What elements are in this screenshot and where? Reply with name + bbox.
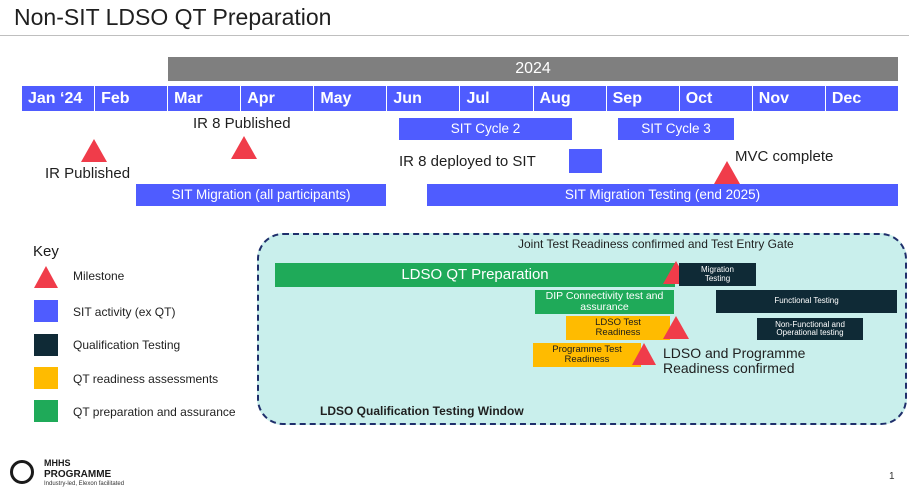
qt-window-label: LDSO Qualification Testing Window xyxy=(320,404,524,418)
key-label-qt-preparation: QT preparation and assurance xyxy=(73,405,236,419)
title-divider xyxy=(0,35,909,36)
key-swatch-qualification-testing xyxy=(34,334,58,356)
logo-tagline: Industry-led, Elexon facilitated xyxy=(44,481,125,487)
ir8-deployed-bar xyxy=(569,149,602,173)
month-aug: Aug xyxy=(534,86,607,111)
ldso-programme-readiness-label: LDSO and Programme Readiness confirmed xyxy=(663,345,806,377)
key-milestone-icon xyxy=(34,266,58,288)
key-label-qualification-testing: Qualification Testing xyxy=(73,338,181,352)
month-sep: Sep xyxy=(607,86,680,111)
month-dec: Dec xyxy=(831,89,862,107)
key-swatch-qt-readiness xyxy=(34,367,58,389)
ir-published-label: IR Published xyxy=(45,165,131,182)
ldso-readiness-milestone-icon xyxy=(663,316,689,339)
key-swatch-qt-preparation xyxy=(34,400,58,422)
ldso-test-readiness-bar: LDSO Test Readiness xyxy=(566,316,670,340)
mhhs-logo-icon xyxy=(10,460,34,484)
month-oct: Oct xyxy=(680,86,753,111)
month-jun: Jun xyxy=(387,86,461,111)
month-jul: Jul xyxy=(460,86,534,111)
month-nov: Nov xyxy=(753,86,826,111)
functional-testing-bar: Functional Testing xyxy=(716,290,897,313)
mvc-complete-label: MVC complete xyxy=(735,148,834,165)
test-entry-gate-label: Joint Test Readiness confirmed and Test … xyxy=(518,237,794,251)
programme-test-readiness-bar: Programme Test Readiness xyxy=(533,343,641,367)
key-label-milestone: Milestone xyxy=(73,269,125,283)
sit-cycle-2-bar: SIT Cycle 2 xyxy=(399,118,572,140)
dip-connectivity-bar: DIP Connectivity test and assurance xyxy=(535,290,674,314)
month-header: Jan ‘24 Feb Mar Apr May Jun Jul Aug Sep … xyxy=(22,86,898,111)
month-may: May xyxy=(314,86,388,111)
year-header: 2024 xyxy=(168,57,898,81)
ldso-qt-preparation-bar: LDSO QT Preparation xyxy=(275,263,675,287)
month-feb: Feb xyxy=(95,86,169,111)
page-number: 1 xyxy=(889,471,895,482)
ir8-published-milestone-icon xyxy=(231,136,257,159)
nonfunctional-testing-bar: Non-Functional and Operational testing xyxy=(757,318,863,340)
key-swatch-sit-activity xyxy=(34,300,58,322)
month-mar: Mar xyxy=(168,86,242,111)
key-label-qt-readiness: QT readiness assessments xyxy=(73,372,219,386)
page-title: Non-SIT LDSO QT Preparation xyxy=(14,4,332,30)
month-jan: Jan ‘24 xyxy=(22,86,96,111)
mvc-complete-milestone-icon xyxy=(714,161,740,184)
key-title: Key xyxy=(33,243,59,260)
month-apr: Apr xyxy=(241,86,315,111)
sit-migration-bar: SIT Migration (all participants) xyxy=(136,184,386,206)
sit-cycle-3-bar: SIT Cycle 3 xyxy=(618,118,734,140)
logo-line1: MHHS xyxy=(44,458,71,468)
ir8-deployed-label: IR 8 deployed to SIT xyxy=(399,153,536,170)
programme-readiness-milestone-icon xyxy=(632,343,656,365)
key-label-sit-activity: SIT activity (ex QT) xyxy=(73,305,176,319)
ir-published-milestone-icon xyxy=(81,139,107,162)
ir8-published-label: IR 8 Published xyxy=(193,115,291,132)
logo-line2: PROGRAMME xyxy=(44,469,112,480)
sit-migration-testing-bar: SIT Migration Testing (end 2025) xyxy=(427,184,898,206)
migration-testing-bar: Migration Testing xyxy=(679,263,756,286)
